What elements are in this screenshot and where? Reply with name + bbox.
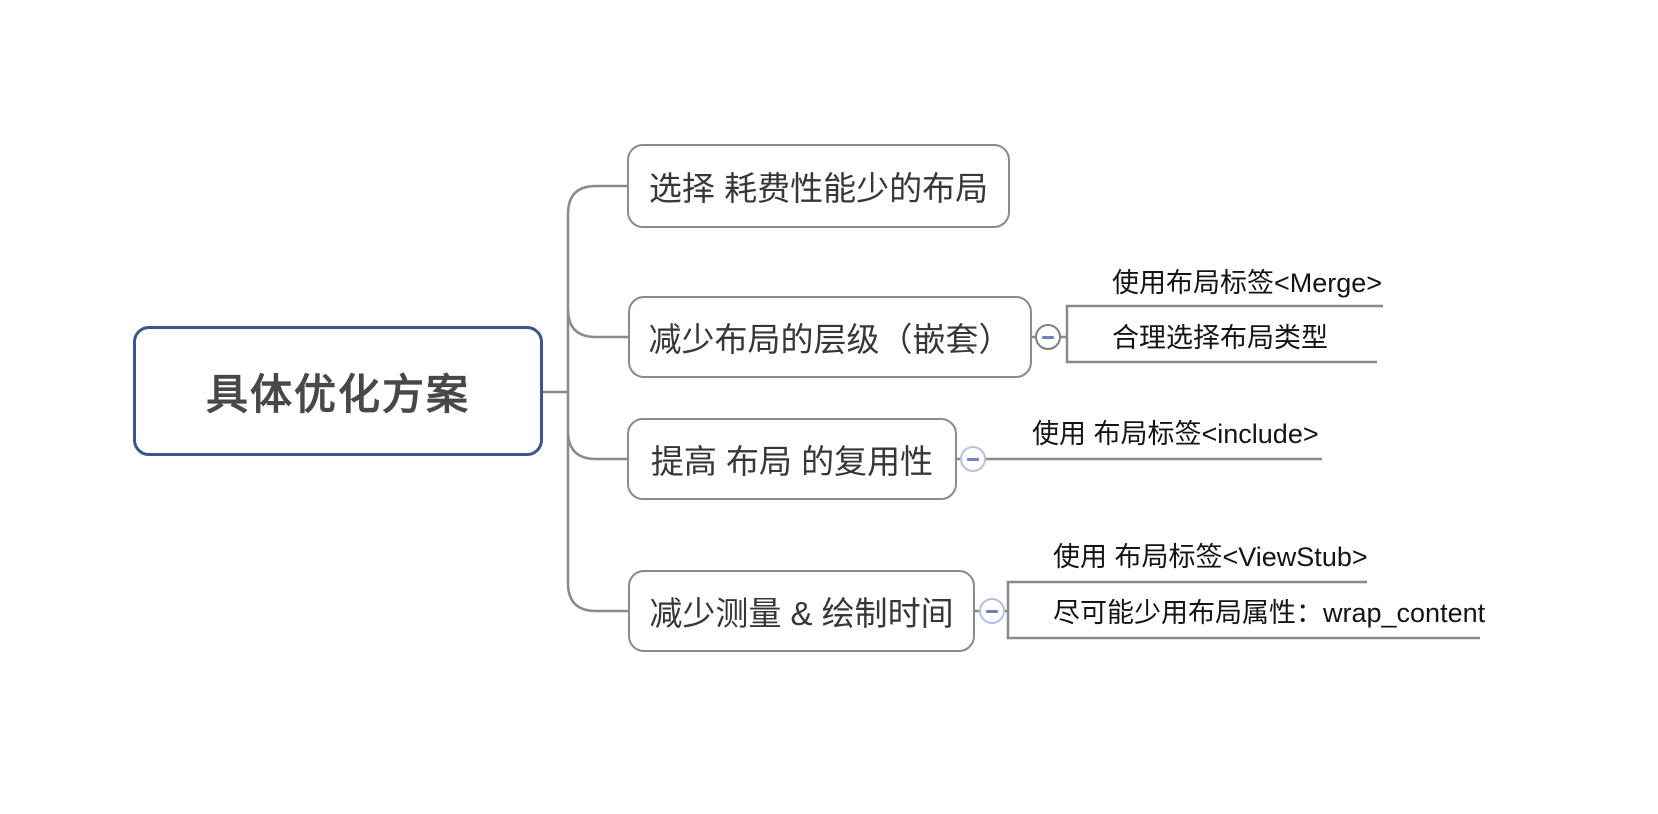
- minus-icon: [986, 609, 998, 613]
- branch-2-children-bracket: [1065, 304, 1383, 364]
- collapse-button-branch-2[interactable]: [1035, 324, 1061, 350]
- branch-4-children-bracket: [1006, 580, 1480, 640]
- branch-topic-reduce-measure-draw-time[interactable]: 减少测量 & 绘制时间: [628, 570, 975, 652]
- subtopic-viewstub-tag[interactable]: 使用 布局标签<ViewStub>: [1053, 542, 1368, 572]
- collapse-button-branch-4[interactable]: [979, 598, 1005, 624]
- subtopic-merge-tag[interactable]: 使用布局标签<Merge>: [1112, 268, 1383, 298]
- subtopic-choose-layout-type[interactable]: 合理选择布局类型: [1112, 323, 1328, 353]
- branch-topic-choose-low-cost-layout[interactable]: 选择 耗费性能少的布局: [627, 144, 1010, 228]
- collapse-button-branch-3[interactable]: [960, 446, 986, 472]
- subtopic-avoid-wrap-content[interactable]: 尽可能少用布局属性：wrap_content: [1053, 598, 1486, 628]
- connector-branch-3: [566, 430, 627, 461]
- connector-branch-2: [566, 308, 628, 339]
- branch-topic-improve-reusability[interactable]: 提高 布局 的复用性: [627, 418, 957, 500]
- subtopic-include-tag[interactable]: 使用 布局标签<include>: [1032, 419, 1319, 449]
- branch-topic-reduce-nesting[interactable]: 减少布局的层级（嵌套）: [628, 296, 1032, 378]
- connector-trunk: [566, 184, 628, 613]
- minus-icon: [1042, 335, 1054, 339]
- root-topic[interactable]: 具体优化方案: [133, 326, 543, 456]
- minus-icon: [967, 457, 979, 461]
